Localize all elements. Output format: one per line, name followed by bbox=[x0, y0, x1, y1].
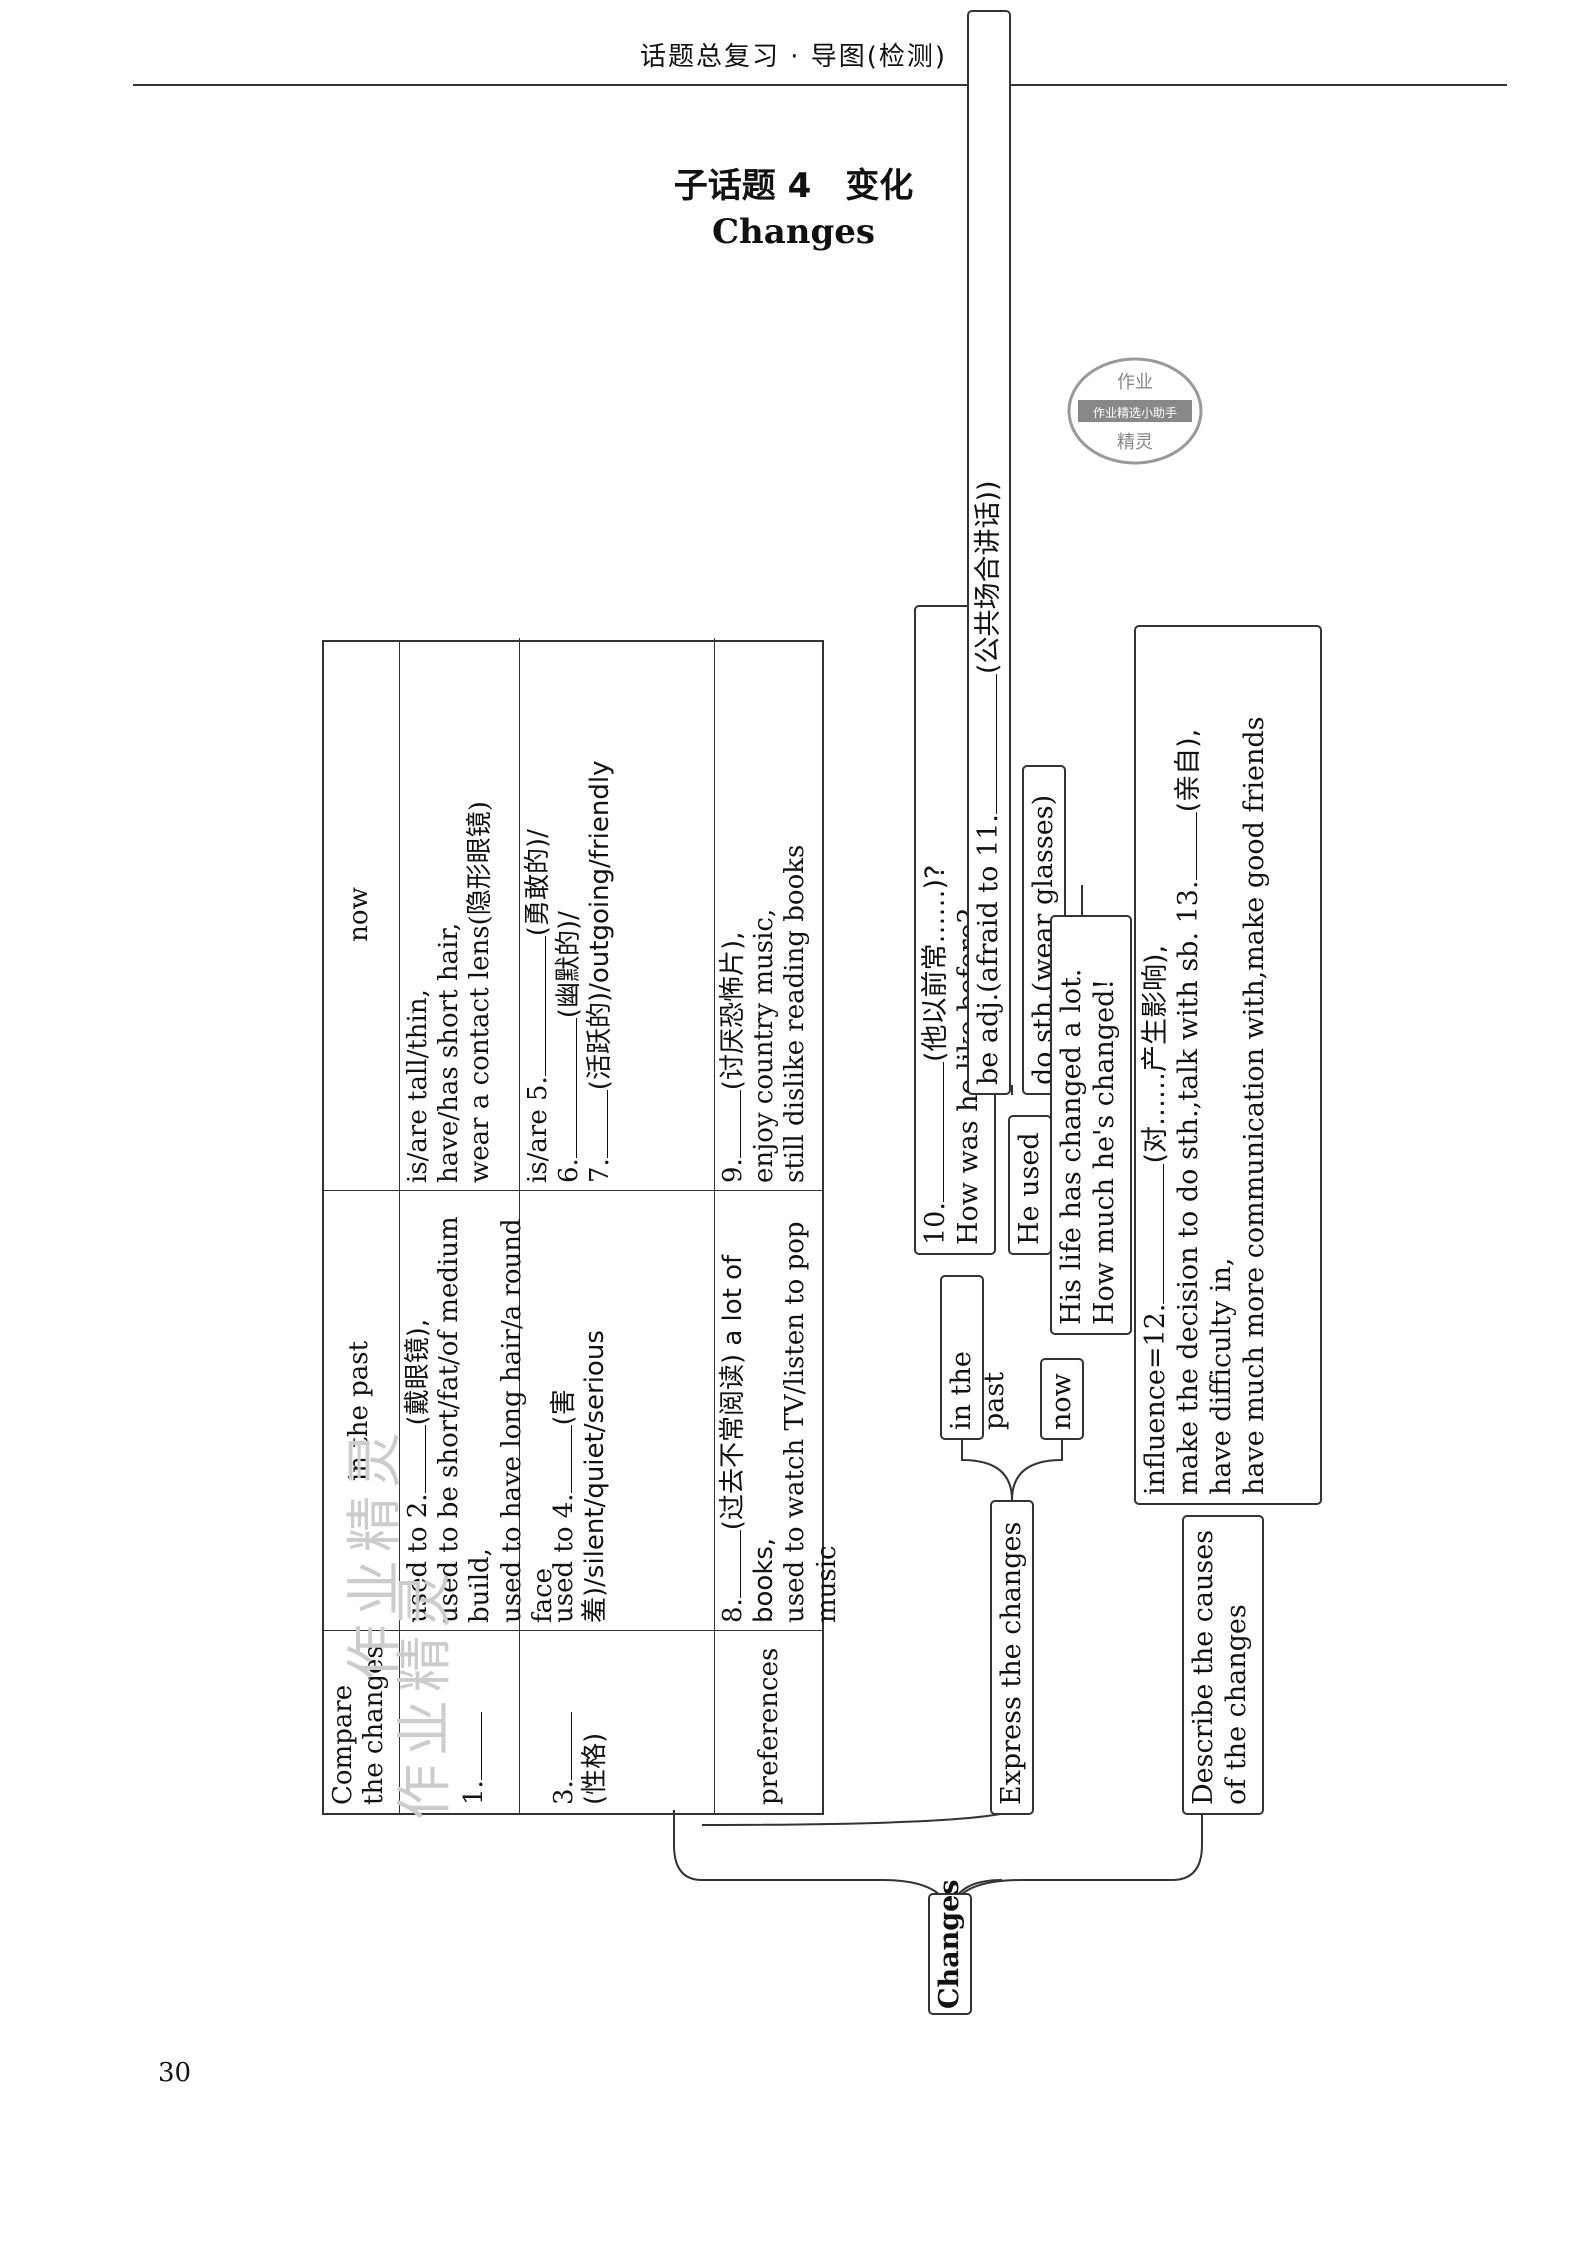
stamp-bottom: 精灵 bbox=[1117, 432, 1153, 453]
root-label: Changes bbox=[934, 1879, 965, 2009]
now-lines-node: His life has changed a lot. How much he'… bbox=[1050, 915, 1132, 1335]
row2-now: is/are 5.(勇敢的)/ 6.(幽默的)/ 7.(活跃的)/outgoin… bbox=[523, 760, 616, 1183]
root-node: Changes bbox=[928, 1879, 972, 2015]
col-now-header: now bbox=[344, 887, 374, 942]
row3-label: preferences bbox=[754, 1647, 784, 1805]
stamp-mid: 作业精选小助手 bbox=[1093, 406, 1177, 420]
header-divider bbox=[133, 84, 1507, 86]
row2-past: used to 4.(害羞)/silent/quiet/serious bbox=[549, 1330, 611, 1623]
page-number: 30 bbox=[158, 2058, 192, 2088]
page-title-en: Changes bbox=[711, 212, 876, 252]
express-in-the-past: in the past bbox=[940, 1275, 1010, 1440]
page-title-zh: 子话题 4 变化 bbox=[673, 166, 914, 206]
causes-node: Describe the causes of the changes bbox=[1182, 1515, 1264, 1815]
row1-now: is/are tall/thin, have/has short hair, w… bbox=[403, 801, 496, 1183]
be-adj-node: be adj.(afraid to 11.(公共场合讲话)) bbox=[967, 10, 1011, 1095]
row3-past: 8.(过去不常阅读) a lot of books, used to watch… bbox=[718, 1221, 842, 1623]
he-used-to-node: He used to bbox=[1008, 1115, 1078, 1255]
express-node: Express the changes bbox=[990, 1500, 1034, 1815]
page-header: 话题总复习 · 导图(检测) bbox=[639, 42, 948, 72]
stamp-logo: 作业 作业精选小助手 精灵 bbox=[1067, 357, 1203, 465]
mind-map: Changes Compare the changes in the past … bbox=[322, 10, 1322, 2015]
row2-label: 3. (性格) bbox=[519, 1631, 714, 1813]
row3-now: 9.(讨厌恐怖片), enjoy country music, still di… bbox=[718, 844, 811, 1183]
express-now: now bbox=[1040, 1358, 1084, 1440]
causes-detail-node: influence=12.(对……产生影响), make the decisio… bbox=[1134, 625, 1322, 1505]
stamp-top: 作业 bbox=[1117, 372, 1153, 393]
watermark-2: 作业精灵 bbox=[393, 1564, 458, 1820]
